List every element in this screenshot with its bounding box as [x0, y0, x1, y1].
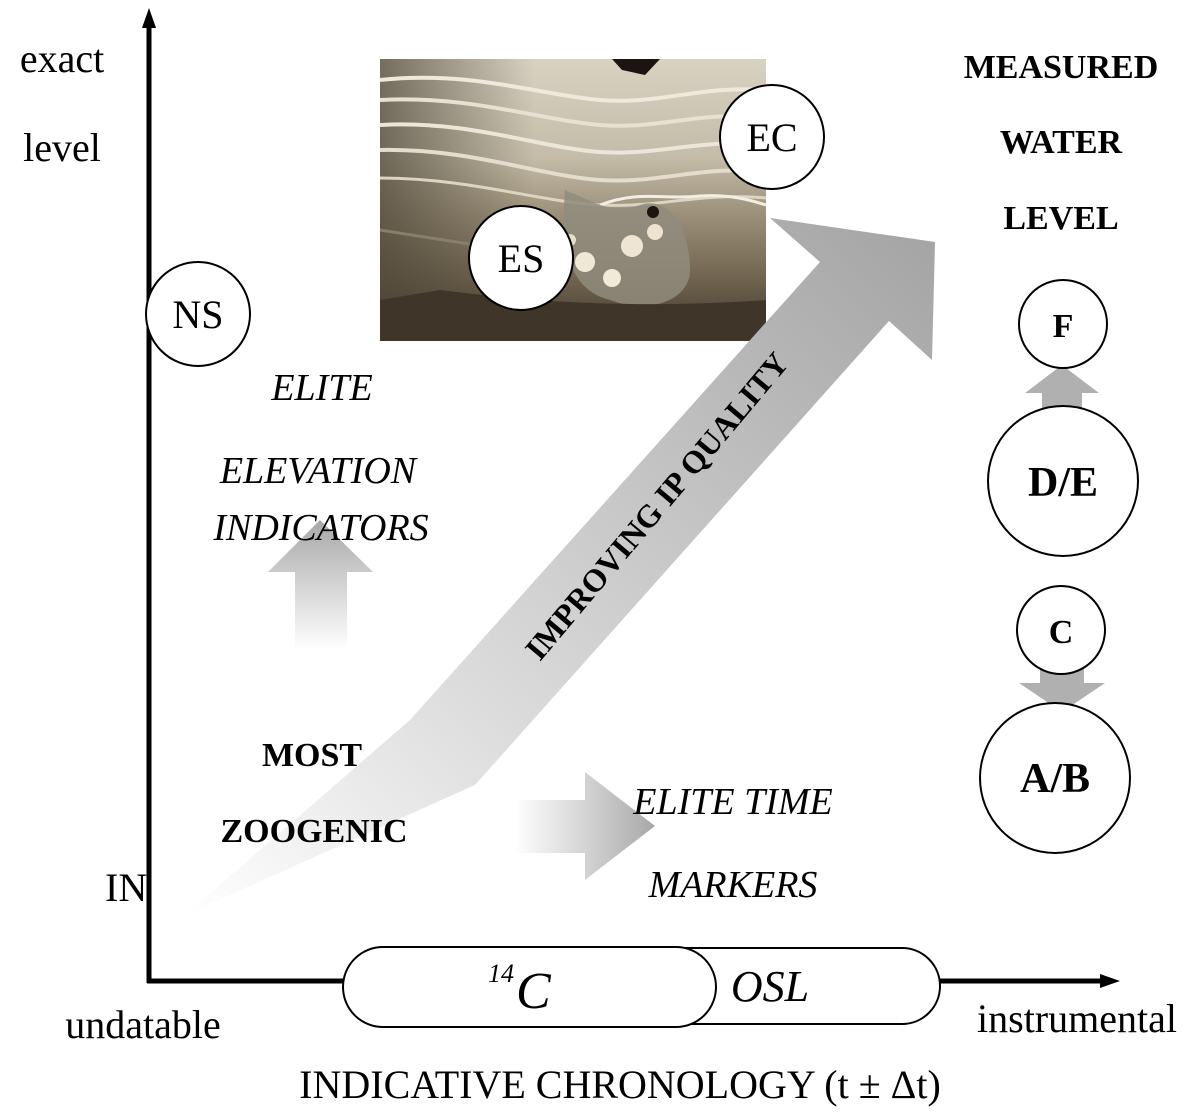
improving-quality-label: IMPROVING IP QUALITY — [518, 345, 796, 666]
x-axis-title: INDICATIVE CHRONOLOGY (t ± Δt) — [299, 1062, 941, 1107]
most-zoogenic-line2: ZOOGENIC — [220, 813, 407, 850]
circle-es-label: ES — [498, 236, 545, 281]
circle-es: ES — [468, 205, 574, 311]
circle-de-label: D/E — [1028, 460, 1098, 506]
y-axis — [142, 8, 156, 983]
osl-label: OSL — [731, 962, 809, 1011]
measured-line3: LEVEL — [1003, 200, 1118, 237]
up-arrow-f — [1025, 365, 1099, 420]
elite-elevation-line1: ELITE — [270, 367, 372, 409]
elite-time-line2: MARKERS — [648, 864, 818, 906]
measured-line2: WATER — [1000, 124, 1123, 161]
down-arrow-ab — [1019, 664, 1105, 712]
circle-c-label: C — [1049, 614, 1074, 651]
sediment-photo — [379, 59, 767, 341]
circle-f-label: F — [1053, 308, 1074, 345]
measured-line1: MEASURED — [964, 49, 1159, 86]
elite-elevation-line3: INDICATORS — [212, 507, 428, 549]
c14-capsule: 14 C — [342, 946, 717, 1028]
circle-ab-label: A/B — [1020, 756, 1090, 802]
up-arrow-elevation — [268, 520, 373, 650]
circle-ec-label: EC — [746, 115, 797, 160]
y-axis-top-label-line1: exact — [20, 36, 104, 81]
circle-ab: A/B — [979, 702, 1131, 854]
circle-ec: EC — [719, 84, 825, 190]
circle-f: F — [1018, 279, 1108, 369]
circle-ns: NS — [145, 261, 251, 367]
y-axis-bottom-label-fragment: IN — [105, 865, 147, 910]
elite-elevation-line2: ELEVATION — [219, 450, 419, 492]
x-axis-right-label: instrumental — [977, 996, 1177, 1041]
circle-c: C — [1016, 585, 1106, 675]
right-arrow-time — [515, 772, 655, 880]
c14-superscript: 14 — [488, 959, 514, 988]
circle-de: D/E — [987, 405, 1139, 557]
most-zoogenic-line1: MOST — [262, 737, 362, 774]
y-axis-top-label-line2: level — [23, 125, 101, 170]
improving-quality-arrow — [185, 218, 935, 915]
c14-letter: C — [516, 963, 552, 1020]
elite-time-line1: ELITE TIME — [632, 781, 833, 823]
circle-ns-label: NS — [172, 292, 223, 337]
x-axis-left-label: undatable — [65, 1002, 221, 1047]
